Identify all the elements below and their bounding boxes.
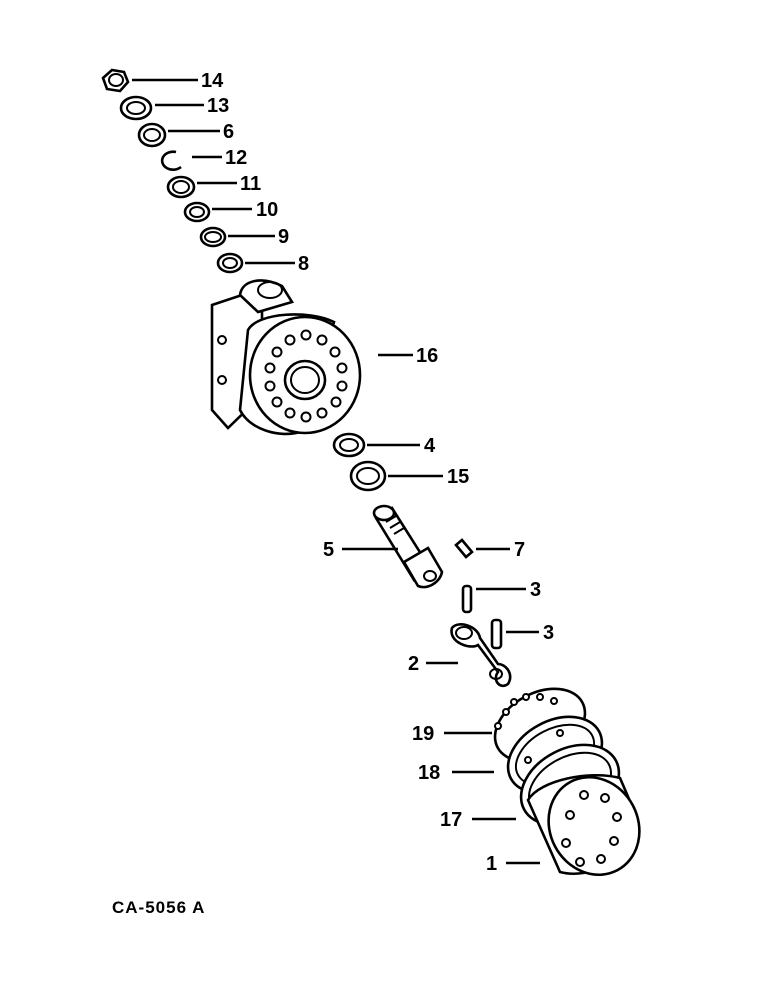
- callout-17: 17: [440, 809, 462, 831]
- callout-11: 11: [240, 173, 261, 195]
- callout-7: 7: [514, 539, 525, 561]
- part-6-bearing: [137, 122, 167, 148]
- drawing-code: CA-5056 A: [112, 898, 205, 917]
- callout-3-lower: 3: [543, 622, 554, 644]
- callout-10: 10: [256, 199, 278, 221]
- callout-1: 1: [486, 853, 497, 875]
- part-11-seal: [166, 175, 196, 199]
- callout-2: 2: [408, 653, 419, 675]
- part-14-nut: [101, 68, 130, 93]
- part-9-o-ring: [199, 226, 227, 248]
- callout-12: 12: [225, 147, 247, 169]
- part-3-pin-upper: [461, 584, 473, 614]
- part-7-pin: [454, 538, 474, 559]
- callout-13: 13: [207, 95, 229, 117]
- part-12-snap-ring: [160, 150, 182, 171]
- part-2-connecting-rod: [450, 623, 512, 688]
- callout-6: 6: [223, 121, 234, 143]
- part-8-bushing: [216, 252, 244, 274]
- callout-14: 14: [201, 70, 224, 92]
- part-3-pin-lower: [490, 618, 503, 650]
- leader-lines: [132, 78, 540, 865]
- part-10-ring: [183, 201, 211, 223]
- part-5-shaft: [372, 504, 444, 589]
- part-4-seal: [332, 432, 366, 458]
- part-16-housing: [210, 279, 362, 436]
- part-15-bearing: [349, 460, 387, 492]
- callout-9: 9: [278, 226, 289, 248]
- callout-3-upper: 3: [530, 579, 541, 601]
- callout-8: 8: [298, 253, 309, 275]
- callout-4: 4: [424, 435, 436, 457]
- callout-18: 18: [418, 762, 440, 784]
- callout-15: 15: [447, 466, 469, 488]
- part-1-piston: [526, 774, 641, 877]
- callout-16: 16: [416, 345, 438, 367]
- callout-5: 5: [323, 539, 334, 561]
- part-13-washer: [119, 95, 153, 121]
- callout-19: 19: [412, 723, 434, 745]
- callouts: 14 13 6 12 11 10 9 8 16 4 15 5 7 3 3 2 1…: [201, 70, 554, 875]
